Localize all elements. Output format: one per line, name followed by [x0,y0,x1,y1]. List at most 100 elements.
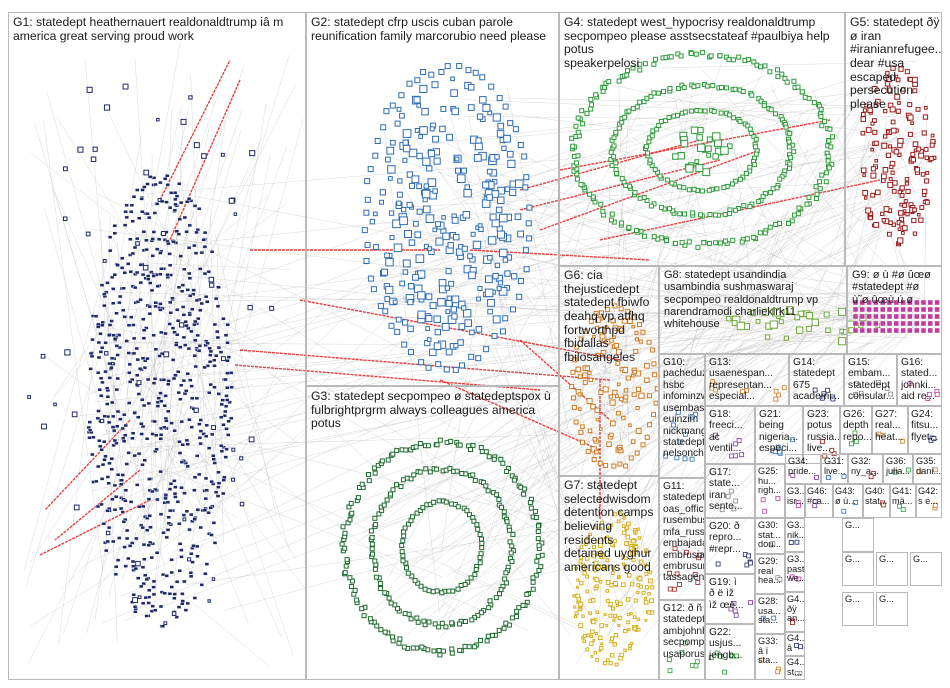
graph-node [180,443,185,447]
graph-node [118,417,123,421]
small-group-label: G... [879,554,894,564]
graph-edge [473,105,860,141]
graph-node [95,464,101,469]
group-label-g22: G22: usjus... jengb... [709,627,743,661]
group-box-g3: G3: statedept secpompeo ø statedeptspox … [306,386,559,680]
graph-node [194,396,200,400]
graph-edge [630,106,918,406]
graph-node [165,500,171,504]
graph-node [180,305,186,309]
graph-edge [400,98,797,290]
graph-node [197,344,203,348]
group-label-g13: G13: usaenespan... representan... especi… [709,357,774,403]
graph-edge [79,409,146,416]
graph-edge [156,441,230,519]
graph-edge [471,188,922,333]
graph-node [209,250,215,254]
graph-edge [124,65,245,414]
graph-edge [572,80,870,560]
graph-node [90,452,95,457]
graph-node [174,308,180,312]
graph-node [140,356,146,360]
graph-node [181,335,187,340]
graph-node [153,182,158,187]
graph-edge [99,134,901,467]
graph-edge [414,126,913,476]
group-box-g19: G19: ì ð ë ìž ìž œë... [705,574,755,624]
graph-edge [110,342,631,347]
graph-edge [668,85,857,322]
graph-edge [605,235,880,352]
graph-node [182,491,187,495]
graph-node [192,204,198,208]
graph-node [202,230,208,235]
graph-node [147,304,153,309]
graph-edge [211,118,304,462]
graph-node [219,402,225,407]
graph-node [98,332,103,336]
graph-node [172,330,177,334]
graph-node [106,420,112,425]
graph-node [134,346,139,351]
graph-node [96,340,102,345]
group-box-g9: G9: ø ù #ø ûœø #statedept #ø ù˜ø ûœù ú ø [847,266,942,354]
graph-node [182,215,188,220]
graph-node [213,296,219,301]
graph-node [181,378,187,383]
graph-node [99,502,104,507]
graph-edge [185,361,282,585]
group-label-g33: G33: â ï sta... [758,636,778,666]
graph-node [225,341,230,345]
graph-edge [479,291,906,479]
graph-edge [44,207,145,566]
group-box-g37: G3... isr... [785,484,805,518]
graph-edge [609,319,759,541]
group-label-g27: G27: real... heat... [875,409,904,443]
graph-node [151,585,156,589]
graph-node [144,577,150,582]
graph-node [154,551,160,555]
graph-edge [63,238,197,634]
graph-node [117,300,122,305]
graph-node [180,283,186,287]
graph-node [150,237,155,241]
small-group-cell: G... [876,552,908,586]
graph-node [166,379,171,383]
group-label-g10: G10: pacheduz hsbc infominzw usembas... … [663,357,705,460]
graph-node [169,570,174,575]
graph-edge [145,291,888,503]
graph-edge [46,93,114,330]
graph-node [122,413,127,417]
graph-node [108,248,113,253]
graph-node [190,307,195,311]
graph-node [123,564,128,568]
graph-node [167,205,173,210]
graph-node [140,188,145,192]
graph-node [171,376,177,381]
group-box-g10: G10: pacheduz hsbc infominzw usembas... … [659,354,705,478]
graph-node [165,173,170,178]
graph-node [192,338,198,342]
graph-node [218,350,224,354]
graph-node [105,509,110,513]
graph-edge [502,300,856,510]
graph-node [155,497,160,502]
graph-edge [489,170,921,299]
graph-node [150,489,155,494]
graph-node [198,429,204,433]
graph-node [158,308,163,312]
group-box-g43: G43: ø ù... [833,484,863,518]
graph-node [127,380,133,384]
graph-node [162,591,167,595]
group-box-g11: G11: statedept oas_official rusembusa mf… [659,478,705,600]
graph-node [146,588,152,592]
graph-edge [402,317,723,575]
group-box-g46: G46: #ca... [805,484,833,518]
graph-node [114,424,120,428]
graph-edge [579,423,641,567]
graph-node [132,453,137,458]
graph-edge [43,119,104,571]
strong-edge [599,179,881,241]
graph-edge [129,455,443,578]
graph-node [181,313,187,317]
